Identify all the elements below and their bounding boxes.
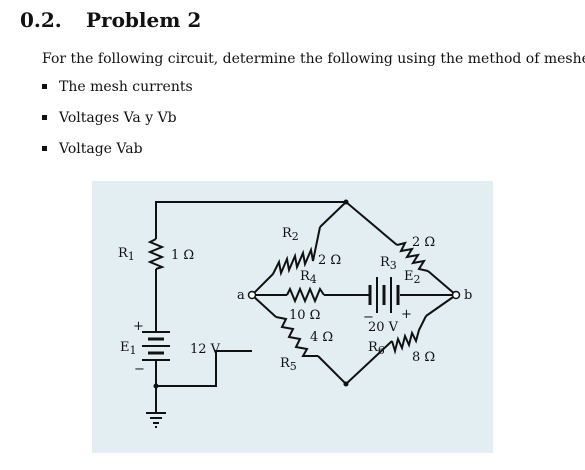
top-wire: [155, 201, 346, 239]
bullet-icon: [42, 146, 47, 151]
bottom-wire: [156, 350, 252, 387]
battery-e1: [142, 331, 170, 361]
list-item-text: Voltages Va y Vb: [59, 110, 177, 126]
wire-a-r2: [251, 273, 274, 296]
e2-plus-sign: +: [401, 307, 412, 322]
problem-intro: For the following circuit, determine the…: [42, 51, 585, 67]
wire-r6-b: [425, 294, 457, 317]
wire-r3-b: [427, 270, 457, 296]
wire-r5-bottom: [317, 355, 347, 385]
list-item: The mesh currents: [42, 73, 193, 104]
resistor-r6: [391, 315, 427, 355]
terminal-b: [451, 290, 461, 300]
r4-value: 10 Ω: [289, 308, 320, 323]
r5-value: 4 Ω: [310, 330, 333, 345]
list-item: Voltages Va y Vb: [42, 104, 193, 135]
r2-label: R2: [282, 226, 299, 243]
r1-value: 1 Ω: [171, 248, 194, 263]
e2-label: E2: [404, 269, 421, 286]
r5-label: R5: [280, 356, 297, 373]
resistor-r2: [272, 226, 321, 277]
r4-label: R4: [300, 269, 317, 286]
e1-minus-sign: −: [134, 362, 145, 377]
e1-label: E1: [120, 340, 137, 357]
e1-value: 12 V: [190, 342, 221, 357]
node-a-label: a: [237, 288, 245, 303]
r3-label: R3: [380, 255, 397, 272]
resistor-r4: [286, 286, 325, 304]
section-number: 0.2.: [20, 8, 62, 32]
wire-top-r3: [345, 201, 398, 246]
r6-value: 8 Ω: [412, 350, 435, 365]
e2-value: 20 V: [368, 320, 399, 335]
terminal-a: [247, 290, 257, 300]
e2-minus-sign: −: [363, 310, 374, 325]
junction-dot: [343, 381, 349, 387]
bullet-icon: [42, 84, 47, 89]
resistor-r3: [396, 241, 429, 272]
ground-icon: [146, 412, 166, 428]
r6-label: R6: [368, 340, 385, 357]
resistor-r1: [147, 238, 165, 270]
circuit-figure: R1 1 Ω + − E1 12 V R2 2 Ω 2 Ω R3 R4 10 Ω…: [92, 181, 493, 453]
section-title: Problem 2: [86, 8, 202, 32]
list-item: Voltage Vab: [42, 135, 193, 166]
list-item-text: The mesh currents: [59, 79, 193, 95]
wires: [155, 201, 457, 413]
circuit-diagram: R1 1 Ω + − E1 12 V R2 2 Ω 2 Ω R3 R4 10 Ω…: [92, 181, 493, 453]
e1-plus-sign: +: [133, 319, 144, 334]
list-item-text: Voltage Vab: [59, 141, 143, 157]
battery-e2: [368, 277, 400, 313]
r2-value: 2 Ω: [318, 253, 341, 268]
wire-r2-top: [319, 201, 347, 228]
r3-value: 2 Ω: [412, 235, 435, 250]
section-heading: 0.2. Problem 2: [20, 8, 201, 32]
wire-a-r5: [251, 294, 277, 318]
resistor-r5: [275, 316, 318, 357]
node-b-label: b: [464, 288, 472, 303]
wire-bottom-r6: [345, 340, 393, 385]
task-list: The mesh currents Voltages Va y Vb Volta…: [42, 73, 193, 166]
junction-dot: [153, 383, 159, 389]
junction-dot: [343, 199, 349, 205]
bullet-icon: [42, 115, 47, 120]
r1-label: R1: [118, 246, 135, 263]
